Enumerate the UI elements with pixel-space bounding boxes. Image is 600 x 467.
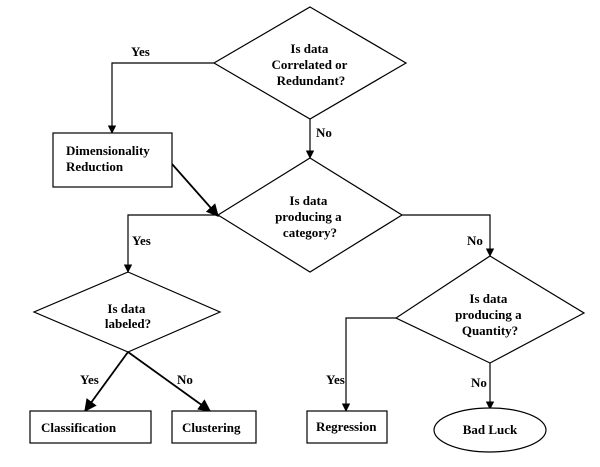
terminal-bad-luck	[433, 407, 547, 453]
dim-line-2: Reduction	[66, 159, 124, 174]
q4-no-label: No	[471, 375, 487, 390]
q3-yes-label: Yes	[80, 372, 99, 387]
bad-luck-label: Bad Luck	[463, 422, 518, 437]
terminal-regression	[306, 410, 388, 444]
q4-line-1: Is data	[469, 291, 507, 306]
q1-line-1: Is data	[290, 41, 328, 56]
q2-yes-label: Yes	[132, 233, 151, 248]
edge-dim-to-q2	[171, 163, 219, 217]
dim-text: Dimensionality Reduction	[66, 143, 153, 174]
q1-text: Is data Correlated or Redundant?	[272, 41, 351, 88]
q1-line-3: Redundant?	[277, 73, 346, 88]
dim-line-1: Dimensionality	[66, 143, 150, 158]
q3-text: Is data labeled?	[105, 301, 151, 331]
edge-q2-no	[402, 214, 495, 257]
edge-q3-yes	[84, 351, 129, 413]
q4-line-2: producing a	[455, 307, 522, 322]
q3-no-label: No	[177, 372, 193, 387]
classification-label: Classification	[41, 420, 117, 435]
decision-producing-category	[216, 157, 404, 273]
q1-no-label: No	[316, 125, 332, 140]
clustering-label: Clustering	[182, 420, 241, 435]
process-dimensionality-reduction	[52, 132, 173, 188]
regression-label: Regression	[316, 419, 377, 434]
q2-line-1: Is data	[289, 193, 327, 208]
q2-line-3: category?	[283, 225, 337, 240]
q2-text: Is data producing a category?	[275, 193, 345, 240]
q4-text: Is data producing a Quantity?	[455, 291, 525, 338]
q4-line-3: Quantity?	[462, 323, 518, 338]
q1-yes-label: Yes	[131, 44, 150, 59]
q3-line-2: labeled?	[105, 316, 151, 331]
q3-line-1: Is data	[107, 301, 145, 316]
terminal-clustering	[171, 410, 257, 444]
q4-yes-label: Yes	[326, 372, 345, 387]
decision-producing-quantity	[394, 255, 586, 364]
terminal-classification	[29, 410, 152, 444]
edge-q3-no	[127, 351, 212, 412]
edge-q4-yes	[341, 317, 396, 412]
decision-labeled	[32, 271, 222, 353]
edge-q2-yes	[123, 214, 218, 273]
decision-correlated-redundant	[212, 6, 408, 120]
q2-no-label: No	[467, 233, 483, 248]
q1-line-2: Correlated or	[272, 57, 348, 72]
q2-line-2: producing a	[275, 209, 342, 224]
edge-q1-yes	[107, 62, 214, 134]
